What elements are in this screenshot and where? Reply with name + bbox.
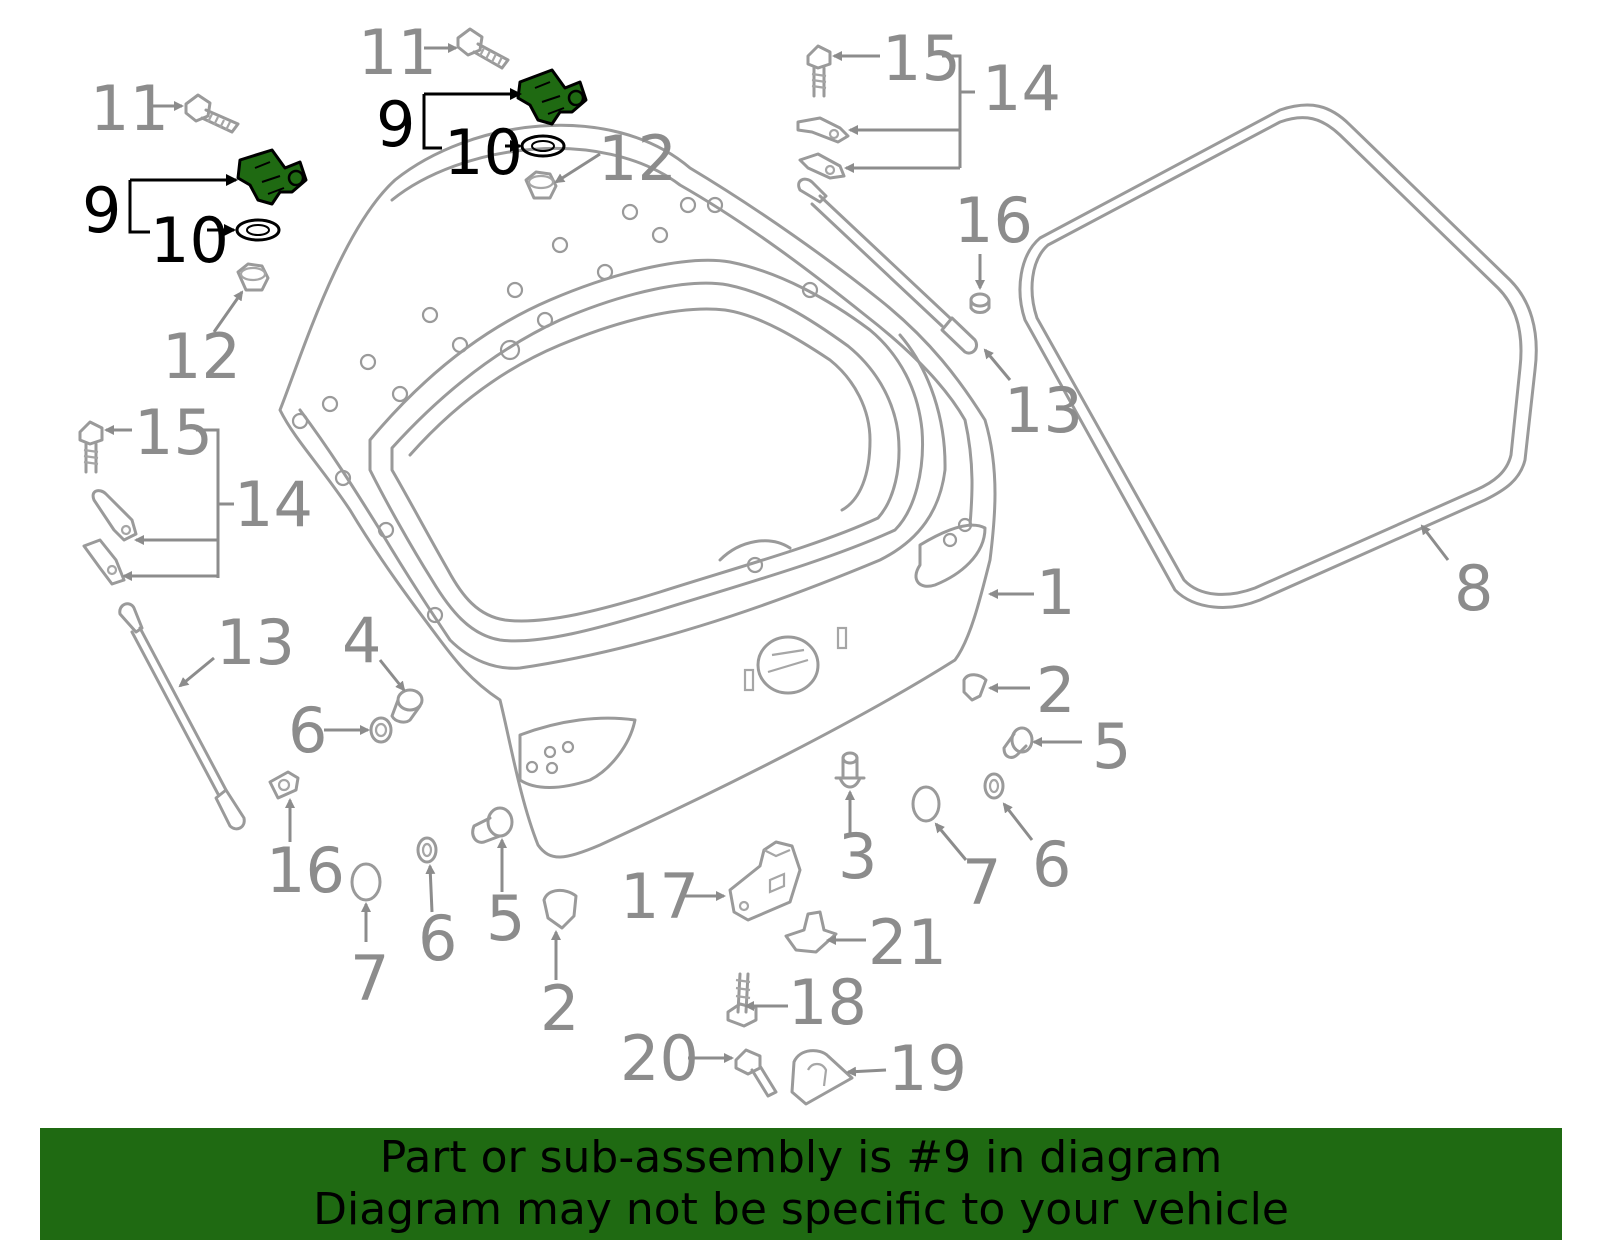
bolt-20 <box>734 1048 778 1098</box>
footer-line-2: Diagram may not be specific to your vehi… <box>313 1184 1289 1235</box>
callout-6-upper-left: 6 <box>288 694 327 767</box>
callout-16-left: 16 <box>266 834 345 907</box>
leader-lines <box>104 43 1450 1077</box>
bolt-11-right <box>456 27 510 70</box>
washer-left <box>235 218 281 242</box>
washer-right <box>520 134 566 158</box>
footer-line-1: Part or sub-assembly is #9 in diagram <box>379 1132 1223 1183</box>
nut-12-left <box>236 262 270 292</box>
plug-7-left <box>350 862 382 902</box>
callout-10-left: 10 <box>150 204 229 277</box>
gas-strut-13-left <box>118 602 246 831</box>
callout-14-left: 14 <box>234 468 313 541</box>
callout-20: 20 <box>620 1022 699 1095</box>
callout-11-right: 11 <box>358 16 437 89</box>
bump-4 <box>390 688 424 724</box>
callout-17: 17 <box>620 860 699 933</box>
callout-7-left: 7 <box>350 942 389 1015</box>
bracket-21 <box>784 910 838 954</box>
callout-15-right: 15 <box>882 22 961 95</box>
callout-9-right: 9 <box>376 88 415 161</box>
liftgate-holes <box>291 196 973 775</box>
callout-14-right: 14 <box>982 52 1061 125</box>
washer-6-lower-left <box>416 836 438 864</box>
liftgate-panel <box>278 123 997 859</box>
callout-16-right: 16 <box>954 184 1033 257</box>
washer-6-right <box>983 772 1005 800</box>
callout-6-right: 6 <box>1032 828 1071 901</box>
cover-2-left <box>542 889 578 930</box>
stopper-5-right <box>1002 726 1034 759</box>
pin-3 <box>834 751 866 789</box>
footer-banner: Part or sub-assembly is #9 in diagram Di… <box>40 1128 1562 1240</box>
bump-stop-16-right <box>969 292 991 314</box>
retainer-19 <box>790 1049 854 1106</box>
hinge-right <box>516 68 588 126</box>
callout-1: 1 <box>1036 556 1075 629</box>
bolt-15-left <box>78 420 104 474</box>
callout-18: 18 <box>788 966 867 1039</box>
callout-13-left: 13 <box>216 606 295 679</box>
nut-12-right <box>524 170 558 200</box>
weatherstrip-seal <box>1018 103 1538 609</box>
callout-5-right: 5 <box>1092 710 1131 783</box>
callout-7-right: 7 <box>962 846 1001 919</box>
washer-6-upper-left <box>369 716 393 744</box>
callout-9-left: 9 <box>82 174 121 247</box>
callout-19: 19 <box>888 1032 967 1105</box>
callout-6-lower-left: 6 <box>418 902 457 975</box>
callout-21: 21 <box>868 906 947 979</box>
cover-2-right <box>962 673 988 702</box>
callout-5-left: 5 <box>486 882 525 955</box>
callout-13-right: 13 <box>1004 374 1083 447</box>
stopper-5-left <box>471 806 514 844</box>
bolt-15-right <box>806 44 832 98</box>
callout-12-left: 12 <box>162 320 241 393</box>
callouts: 11 9 10 12 11 9 10 12 15 14 16 13 8 1 2 … <box>82 16 1493 1105</box>
plug-7-right <box>911 785 941 823</box>
callout-8: 8 <box>1454 552 1493 625</box>
callout-12-right: 12 <box>598 122 677 195</box>
callout-10-right: 10 <box>444 116 523 189</box>
callout-2-right: 2 <box>1036 654 1075 727</box>
hinge-left <box>236 148 308 206</box>
callout-11-left: 11 <box>90 72 169 145</box>
latch-17 <box>728 840 802 922</box>
bolt-11-left <box>184 93 240 134</box>
gas-strut-13-right <box>797 177 979 355</box>
bracket-14-left <box>82 489 138 586</box>
bracket-14-right <box>796 116 850 180</box>
callout-4: 4 <box>342 604 381 677</box>
callout-2-left: 2 <box>540 972 579 1045</box>
callout-3: 3 <box>838 820 877 893</box>
bolt-18 <box>726 972 758 1028</box>
bump-stop-16-left <box>268 770 300 800</box>
callout-15-left: 15 <box>134 396 213 469</box>
